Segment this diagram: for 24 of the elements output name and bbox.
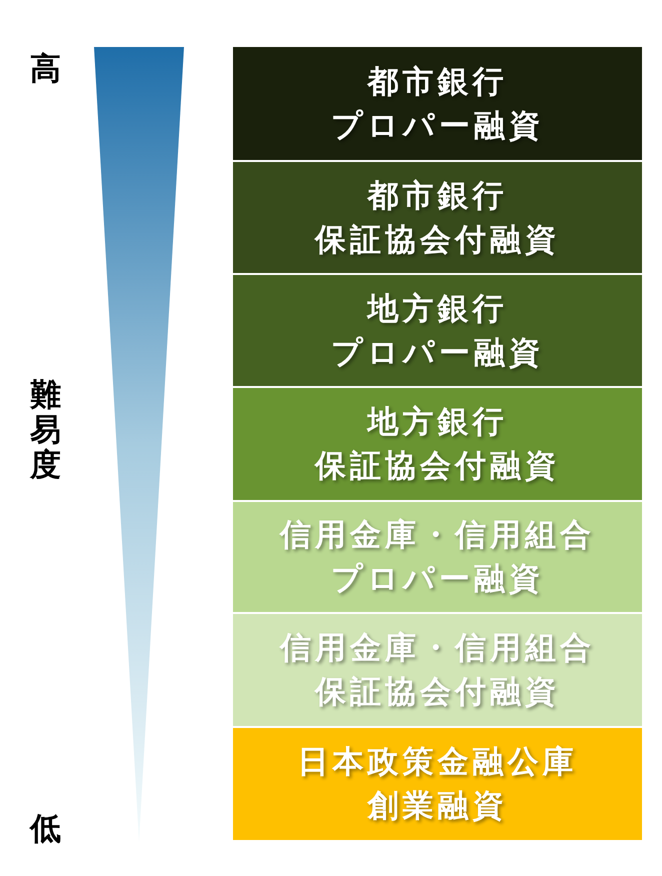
loan-type: 保証協会付融資 xyxy=(315,447,560,486)
loan-type: プロパー融資 xyxy=(331,334,544,372)
category-band xyxy=(233,162,642,273)
institution-name: 地方銀行 xyxy=(368,403,508,442)
institution-name: 信用金庫・信用組合 xyxy=(280,516,595,555)
category-band xyxy=(233,47,642,160)
loan-type: プロパー融資 xyxy=(331,106,544,146)
scale-low-label: 低 xyxy=(30,812,61,847)
category-band xyxy=(233,614,642,726)
institution-name: 都市銀行 xyxy=(368,176,508,216)
loan-type: 保証協会付融資 xyxy=(315,673,560,712)
scale-title: 難易度 xyxy=(30,378,62,483)
category-band xyxy=(233,502,642,612)
institution-name: 都市銀行 xyxy=(368,62,508,102)
loan-type: プロパー融資 xyxy=(331,560,544,599)
loan-type: 保証協会付融資 xyxy=(315,220,560,260)
category-band xyxy=(233,728,642,840)
loan-type: 創業融資 xyxy=(368,787,508,826)
institution-name: 地方銀行 xyxy=(368,290,508,328)
institution-name: 信用金庫・信用組合 xyxy=(280,629,595,668)
category-band xyxy=(233,388,642,500)
category-band xyxy=(233,275,642,386)
scale-high-label: 高 xyxy=(30,52,61,87)
institution-name: 日本政策金融公庫 xyxy=(298,743,578,782)
